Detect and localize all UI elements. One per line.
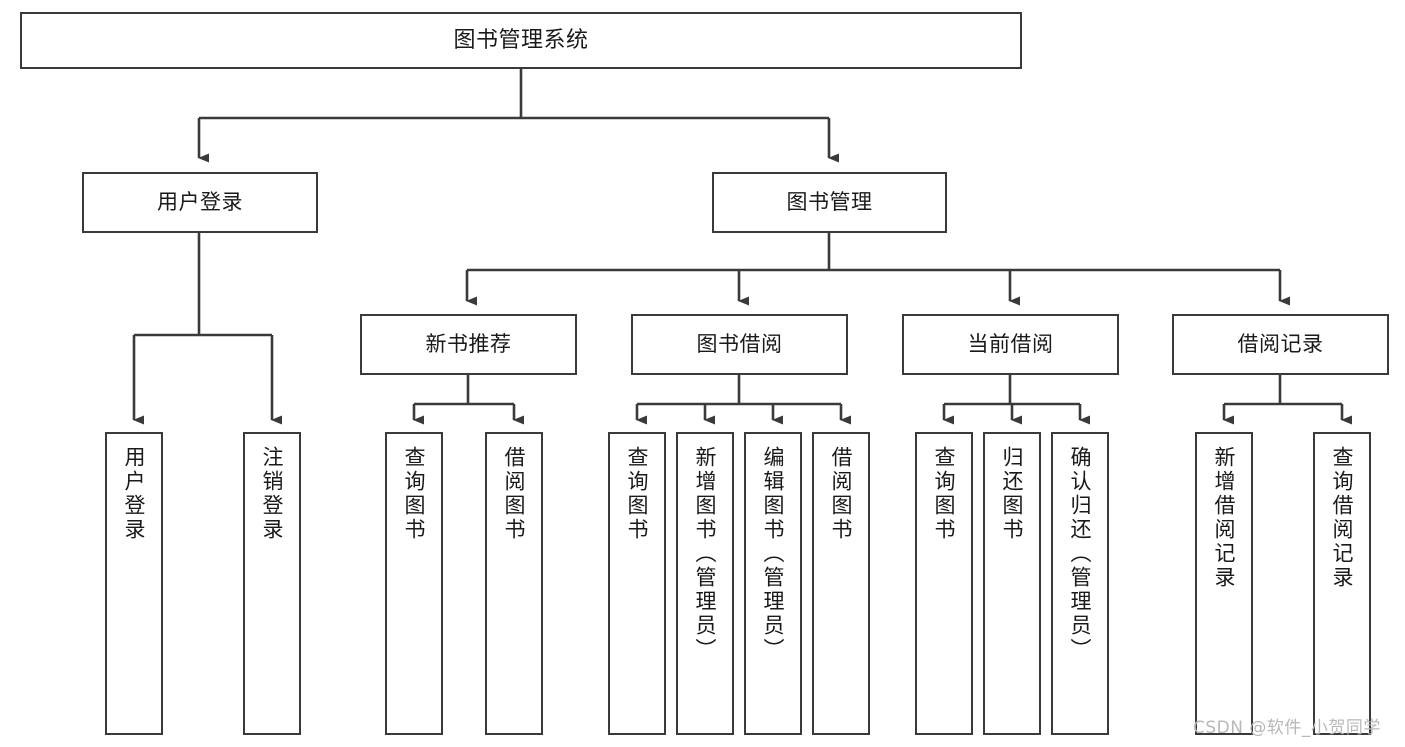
node-label: 当前借阅 (967, 332, 1054, 357)
node-label: 新增图书（管理员） (693, 446, 718, 662)
node-label: 确认归还（管理员） (1068, 446, 1093, 662)
node-new-book-recommend[interactable]: 新书推荐 (360, 314, 577, 375)
node-book-borrow[interactable]: 图书借阅 (631, 314, 848, 375)
node-label: 用户登录 (157, 190, 243, 215)
node-leaf-query-borrow-record[interactable]: 查询借阅记录 (1313, 432, 1371, 735)
node-leaf-confirm-return-admin[interactable]: 确认归还（管理员） (1051, 432, 1109, 735)
node-leaf-logout-login[interactable]: 注销登录 (243, 432, 301, 735)
node-leaf-add-borrow-record[interactable]: 新增借阅记录 (1195, 432, 1253, 735)
watermark: CSDN @软件_小贺同学 (1193, 718, 1381, 738)
node-user-login[interactable]: 用户登录 (82, 172, 318, 233)
node-label: 借阅图书 (502, 446, 527, 542)
node-book-management[interactable]: 图书管理 (712, 172, 947, 233)
node-leaf-return-book[interactable]: 归还图书 (983, 432, 1041, 735)
node-label: 用户登录 (122, 446, 147, 542)
node-leaf-query-book-3[interactable]: 查询图书 (915, 432, 973, 735)
node-label: 查询图书 (402, 446, 427, 542)
node-current-borrow[interactable]: 当前借阅 (902, 314, 1119, 375)
node-leaf-query-book-1[interactable]: 查询图书 (385, 432, 443, 735)
node-label: 图书管理 (786, 190, 873, 215)
node-leaf-add-book-admin[interactable]: 新增图书（管理员） (676, 432, 734, 735)
node-leaf-edit-book-admin[interactable]: 编辑图书（管理员） (744, 432, 802, 735)
node-label: 图书借阅 (696, 332, 783, 357)
node-root-book-management-system[interactable]: 图书管理系统 (20, 12, 1022, 69)
node-label: 借阅记录 (1237, 332, 1324, 357)
node-label: 查询图书 (625, 446, 650, 542)
node-label: 新书推荐 (425, 332, 512, 357)
node-borrow-record[interactable]: 借阅记录 (1172, 314, 1389, 375)
node-label: 注销登录 (260, 446, 285, 542)
node-leaf-borrow-book-1[interactable]: 借阅图书 (485, 432, 543, 735)
node-leaf-query-book-2[interactable]: 查询图书 (608, 432, 666, 735)
node-label: 新增借阅记录 (1212, 446, 1237, 590)
node-label: 查询借阅记录 (1330, 446, 1355, 590)
node-label: 借阅图书 (829, 446, 854, 542)
node-leaf-borrow-book-2[interactable]: 借阅图书 (812, 432, 870, 735)
node-leaf-user-login[interactable]: 用户登录 (105, 432, 163, 735)
node-label: 归还图书 (1000, 446, 1025, 542)
node-label: 查询图书 (932, 446, 957, 542)
node-label: 图书管理系统 (453, 27, 589, 53)
node-label: 编辑图书（管理员） (761, 446, 786, 662)
